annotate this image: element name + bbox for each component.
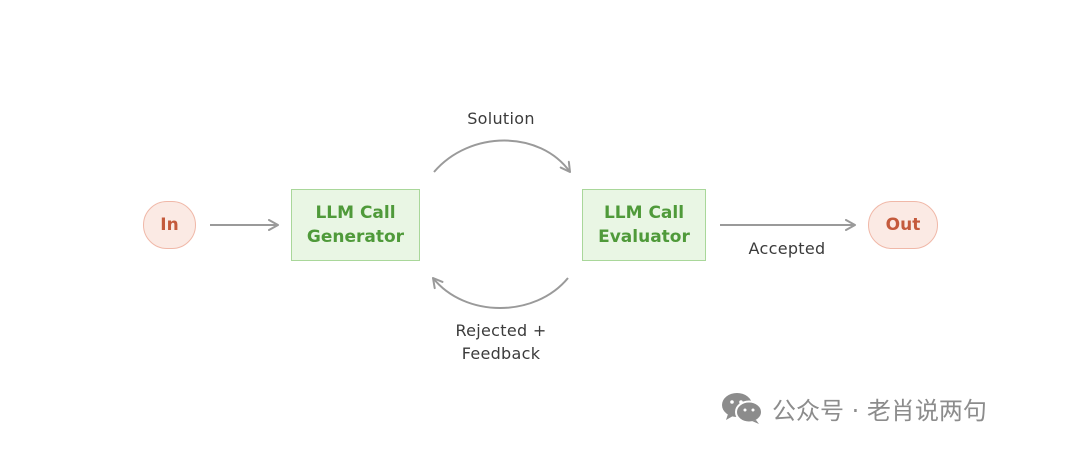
generator-line1: LLM Call — [315, 203, 396, 223]
input-node-label: In — [160, 215, 179, 235]
wechat-icon — [722, 393, 763, 424]
output-node: Out — [868, 201, 938, 249]
accepted-label: Accepted — [748, 239, 826, 258]
evaluator-node: LLM Call Evaluator — [582, 189, 706, 261]
rejected-label-line1: Rejected + — [455, 321, 547, 340]
evaluator-line2: Evaluator — [598, 227, 690, 247]
rejected-label-line2: Feedback — [461, 344, 541, 363]
watermark-text: 公众号 · 老肖说两句 — [772, 396, 987, 425]
arrow-solution-arc — [433, 139, 571, 173]
input-node: In — [143, 201, 196, 249]
arrow-feedback-arc — [432, 277, 569, 309]
evaluator-line1: LLM Call — [603, 203, 685, 223]
generator-line2: Generator — [306, 227, 405, 247]
rejected-feedback-label: Rejected + Feedback — [432, 319, 570, 365]
watermark: 公众号 · 老肖说两句 — [720, 388, 987, 428]
output-node-label: Out — [885, 215, 921, 235]
generator-node: LLM Call Generator — [291, 189, 420, 261]
solution-label: Solution — [467, 109, 535, 128]
